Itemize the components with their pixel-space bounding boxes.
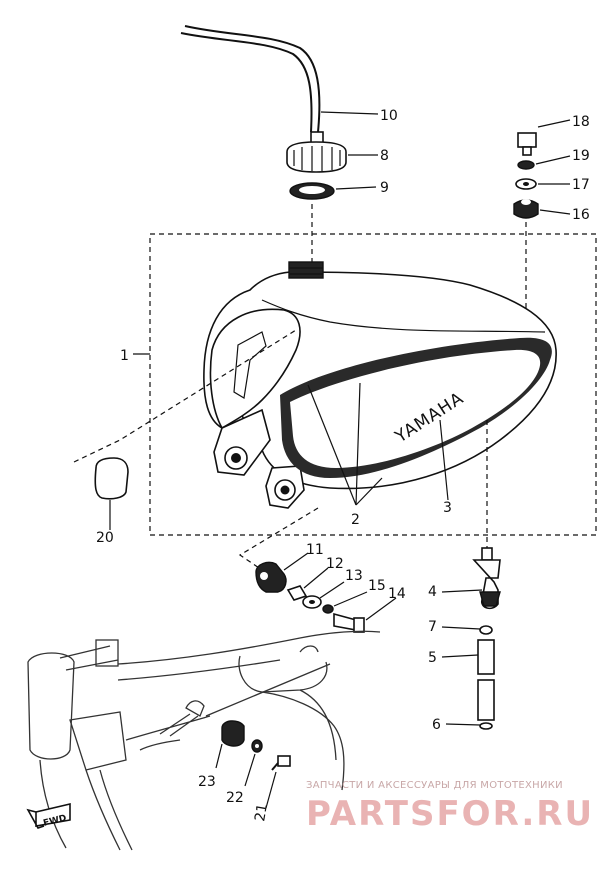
fwd-arrow [26, 802, 71, 829]
label-part-23: 23 [198, 774, 216, 790]
label-part-16: 16 [572, 207, 590, 223]
label-part-12: 12 [326, 556, 344, 572]
label-part-18: 18 [572, 114, 590, 130]
label-part-22: 22 [226, 790, 244, 806]
rubber-pad [73, 329, 297, 530]
damper-set [255, 552, 397, 633]
watermark-tagline: ЗАПЧАСТИ И АКСЕССУАРЫ ДЛЯ МОТОТЕХНИКИ [306, 780, 563, 791]
label-part-20: 20 [96, 530, 114, 546]
fuel-cap [286, 131, 378, 173]
label-part-9: 9 [380, 180, 389, 196]
label-part-15: 15 [368, 578, 386, 594]
fuel-cock [441, 547, 501, 730]
fuel-tank [203, 261, 557, 509]
bolt-stack [513, 119, 571, 219]
label-part-4: 4 [428, 584, 437, 600]
label-part-5: 5 [428, 650, 437, 666]
label-part-2: 2 [351, 512, 360, 528]
label-part-14: 14 [388, 586, 406, 602]
label-part-6: 6 [432, 717, 441, 733]
watermark-logo: PARTSFOR.RU [306, 794, 595, 834]
cap-gasket [289, 182, 377, 200]
label-part-3: 3 [443, 500, 452, 516]
label-part-19: 19 [572, 148, 590, 164]
lower-hardware [215, 720, 291, 809]
motorcycle-frame [27, 630, 381, 851]
label-part-17: 17 [572, 177, 590, 193]
label-part-13: 13 [345, 568, 363, 584]
label-part-11: 11 [306, 542, 324, 558]
label-part-21: 21 [252, 802, 271, 822]
label-part-1: 1 [120, 348, 129, 364]
label-part-7: 7 [428, 619, 437, 635]
label-part-8: 8 [380, 148, 389, 164]
breather-hose [180, 25, 379, 133]
label-part-10: 10 [380, 108, 398, 124]
